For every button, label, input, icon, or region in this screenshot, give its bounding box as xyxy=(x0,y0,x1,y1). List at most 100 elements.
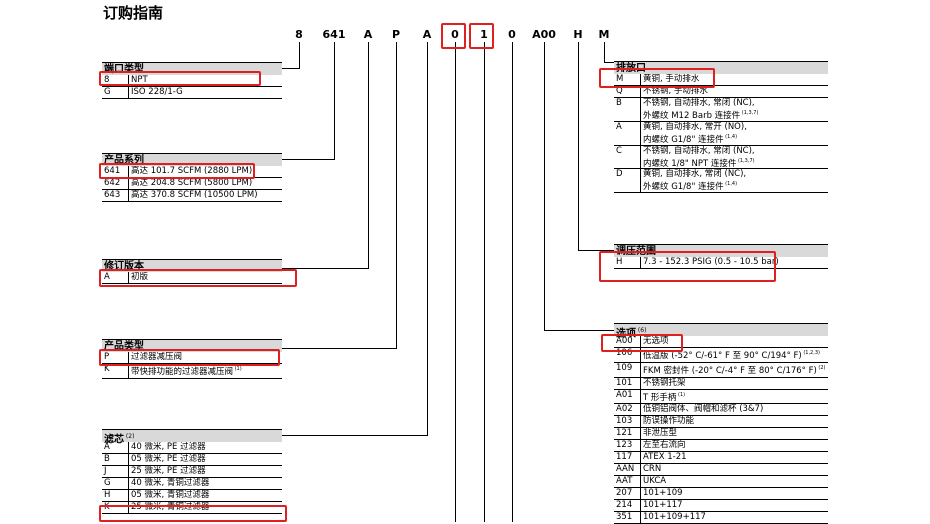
row-code: 351 xyxy=(616,512,633,523)
footnote-mark: (1) xyxy=(676,391,686,398)
table-header: 选项 (6) xyxy=(614,323,828,339)
row-description: 低铜铝阀体、阀帽和滤杯 (3&7) xyxy=(640,404,828,416)
page-title: 订购指南 xyxy=(103,4,164,22)
description-line: 不锈钢, 手动排水 xyxy=(643,86,708,96)
row-description: 低温版 (-52° C/-61° F 至 90° C/194° F) (1,2,… xyxy=(640,348,828,362)
table-row: A00 无选项 xyxy=(614,336,828,348)
table-header: 滤芯 (2) xyxy=(102,429,282,445)
row-description: 05 微米, PE 过滤器 xyxy=(128,454,282,465)
order-code-segment: P xyxy=(391,28,401,41)
row-code: K xyxy=(104,502,110,512)
footnote-mark: (1,3,7) xyxy=(740,110,759,116)
description-line: 外螺纹 G1/8" 连接件 (1,4) xyxy=(643,181,738,193)
table-row: M 黄铜, 手动排水 xyxy=(614,74,828,86)
highlight-code-0 xyxy=(441,23,466,49)
row-code: A xyxy=(104,442,110,452)
table-row: A02 低铜铝阀体、阀帽和滤杯 (3&7) xyxy=(614,404,828,417)
highlight-code-1 xyxy=(469,23,494,49)
description-line: 外螺纹 M12 Barb 连接件 (1,3,7) xyxy=(643,110,759,121)
row-code: Q xyxy=(616,86,623,96)
row-description: 黄铜, 自动排水, 常闭 (NC),外螺纹 G1/8" 连接件 (1,4) xyxy=(640,169,828,193)
row-description: 101+109 xyxy=(640,488,828,500)
row-description: 40 微米, 青铜过滤器 xyxy=(128,478,282,489)
highlight-element-k xyxy=(99,505,287,522)
row-code: J xyxy=(104,466,107,476)
table-row: G 40 微米, 青铜过滤器 xyxy=(102,478,282,490)
row-description: 不锈钢, 自动排水, 常闭 (NC), 外螺纹 M12 Barb 连接件 (1,3… xyxy=(640,98,828,121)
row-description: 黄铜, 自动排水, 常开 (NO),内螺纹 G1/8" 连接件 (1,4) xyxy=(640,121,828,145)
header-footnote: (6) xyxy=(636,327,647,334)
order-code-segment: 641 xyxy=(322,28,346,41)
row-code: G xyxy=(104,478,111,488)
row-description: 左至右流向 xyxy=(640,440,828,452)
row-description: 101+117 xyxy=(640,500,828,512)
order-code-segment: 0 xyxy=(508,28,516,41)
order-code-segment: A00 xyxy=(532,28,556,41)
row-code: M xyxy=(616,74,624,84)
row-description: ATEX 1-21 xyxy=(640,452,828,464)
row-description: 不锈钢, 手动排水 xyxy=(640,86,828,97)
row-code: 103 xyxy=(616,416,633,427)
row-code: 101 xyxy=(616,377,633,388)
row-code: 117 xyxy=(616,452,633,463)
row-description: 过滤器减压阀 xyxy=(128,352,282,363)
row-code: 214 xyxy=(616,500,633,511)
row-code: 207 xyxy=(616,488,633,499)
table-row: 207 101+109 xyxy=(614,488,828,501)
footnote-mark: (1,2,3) xyxy=(801,350,820,356)
table-row: AAN CRN xyxy=(614,464,828,477)
row-code: AAT xyxy=(616,476,633,487)
highlight-revision-a xyxy=(99,269,297,287)
order-code-segment: 0 xyxy=(451,28,459,41)
row-code: AAN xyxy=(616,464,635,475)
row-description: 无选项 xyxy=(640,336,828,347)
row-description: 高达 204.8 SCFM (5800 LPM) xyxy=(128,178,282,189)
highlight-type-p xyxy=(99,349,280,366)
table-row: P 过滤器减压阀 xyxy=(102,352,282,364)
row-description: CRN xyxy=(640,464,828,476)
table-row: 103 防误操作功能 xyxy=(614,416,828,429)
row-code: 641 xyxy=(104,166,121,176)
row-code: 109 xyxy=(616,362,633,373)
row-code: 123 xyxy=(616,440,633,451)
description-line: 黄铜, 自动排水, 常开 (NO), xyxy=(643,121,747,132)
order-code-segment: A xyxy=(363,28,373,41)
table-header: 修订版本 xyxy=(102,259,282,272)
row-code: P xyxy=(104,352,110,362)
row-description: 防误操作功能 xyxy=(640,416,828,428)
highlight-option-a00 xyxy=(601,334,683,352)
row-code: K xyxy=(104,364,110,374)
table-row: B 不锈钢, 自动排水, 常闭 (NC), 外螺纹 M12 Barb 连接件 (1,… xyxy=(614,98,828,122)
row-description: 05 微米, 青铜过滤器 xyxy=(128,490,282,501)
description-line: 不锈钢, 自动排水, 常闭 (NC), xyxy=(643,98,755,108)
description-line: 内螺纹 1/8" NPT 连接件 (1,3,7) xyxy=(643,157,755,169)
table-row: 117 ATEX 1-21 xyxy=(614,452,828,465)
row-code: B xyxy=(616,98,622,108)
footnote-mark: (1) xyxy=(233,366,242,372)
row-description: 不锈钢托架 xyxy=(640,377,828,389)
row-code: A00 xyxy=(616,336,633,346)
row-code: 8 xyxy=(104,75,110,85)
order-code-segment: H xyxy=(573,28,583,41)
row-description: 非泄压型 xyxy=(640,428,828,440)
row-description: 高达 370.8 SCFM (10500 LPM) xyxy=(128,190,282,201)
row-code: H xyxy=(616,257,623,267)
row-code: A02 xyxy=(616,404,633,415)
table-row: Q 不锈钢, 手动排水 xyxy=(614,86,828,98)
description-line: 黄铜, 手动排水 xyxy=(643,74,700,84)
footnote-mark: (1,4) xyxy=(723,181,738,188)
